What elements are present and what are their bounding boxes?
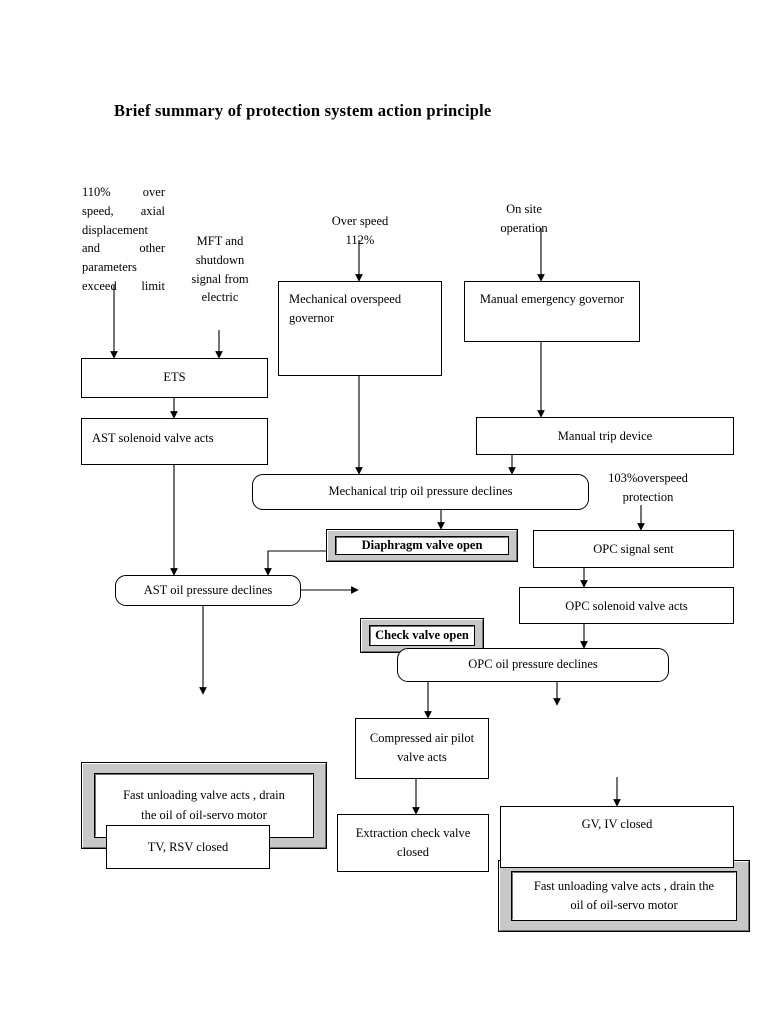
node-mechanical-trip-oil-pressure-declines-label: Mechanical trip oil pressure declines (328, 484, 513, 499)
label-trigger-overspeed-112: Over speed 112% (331, 214, 389, 247)
node-tv-rsv-closed[interactable]: TV, RSV closed (106, 825, 270, 869)
page-title: Brief summary of protection system actio… (114, 101, 492, 120)
node-fast-unloading-valve-right[interactable]: Fast unloading valve acts , drain the oi… (498, 860, 750, 932)
node-compressed-air-pilot-valve-acts-line1: Compressed air pilot (369, 731, 475, 745)
label-note-overspeed-103: 103%overspeed protection (608, 471, 688, 504)
label-trigger-overspeed-110: 110% over speed, axial displacement and … (82, 185, 165, 293)
node-opc-solenoid-valve-acts[interactable]: OPC solenoid valve acts (519, 587, 734, 624)
node-diaphragm-valve-open-label: Diaphragm valve open (335, 536, 509, 555)
node-ets-label: ETS (163, 370, 186, 384)
node-ast-oil-pressure-declines-label: AST oil pressure declines (143, 582, 273, 597)
node-opc-signal-sent-label: OPC signal sent (593, 542, 674, 556)
node-ets[interactable]: ETS (81, 358, 268, 398)
node-opc-oil-pressure-declines-label: OPC oil pressure declines (468, 657, 598, 672)
label-trigger-mft: MFT and shutdown signal from electric (191, 234, 249, 305)
node-fast-unloading-valve-left-line1: Fast unloading valve acts , drain (123, 788, 285, 803)
node-check-valve-open[interactable]: Check valve open (360, 618, 484, 653)
node-mechanical-overspeed-governor[interactable]: Mechanical overspeed governor (278, 281, 442, 376)
node-compressed-air-pilot-valve-acts-line2: valve acts (397, 750, 447, 765)
node-manual-trip-device-label: Manual trip device (557, 429, 653, 443)
node-check-valve-open-label: Check valve open (369, 625, 475, 646)
node-ast-solenoid-valve-acts-label: AST solenoid valve acts (92, 431, 214, 445)
node-manual-emergency-governor-label: Manual emergency governor (479, 292, 625, 306)
node-manual-emergency-governor[interactable]: Manual emergency governor (464, 281, 640, 342)
node-gv-iv-closed[interactable]: GV, IV closed (500, 806, 734, 868)
node-fast-unloading-valve-left-line2: the oil of oil-servo motor (141, 807, 267, 822)
node-ast-oil-pressure-declines[interactable]: AST oil pressure declines (115, 575, 301, 606)
edge-diaphragm-to-ast-oil (264, 550, 326, 576)
node-fast-unloading-valve-right-line1: Fast unloading valve acts , drain the (533, 878, 715, 893)
node-mechanical-overspeed-governor-label: Mechanical overspeed governor (289, 292, 402, 326)
node-extraction-check-valve-closed-line1: Extraction check valve (355, 826, 471, 840)
node-opc-oil-pressure-declines[interactable]: OPC oil pressure declines (397, 648, 669, 682)
node-extraction-check-valve-closed[interactable]: Extraction check valve closed (337, 814, 489, 872)
label-trigger-on-site: On site operation (500, 202, 548, 235)
node-fast-unloading-valve-right-line2: oil of oil-servo motor (570, 898, 678, 912)
node-mechanical-trip-oil-pressure-declines[interactable]: Mechanical trip oil pressure declines (252, 474, 589, 510)
node-extraction-check-valve-closed-line2: closed (397, 845, 429, 860)
node-ast-solenoid-valve-acts[interactable]: AST solenoid valve acts (81, 418, 268, 465)
node-opc-solenoid-valve-acts-label: OPC solenoid valve acts (565, 599, 688, 613)
node-diaphragm-valve-open[interactable]: Diaphragm valve open (326, 529, 518, 562)
node-compressed-air-pilot-valve-acts[interactable]: Compressed air pilot valve acts (355, 718, 489, 779)
node-opc-signal-sent[interactable]: OPC signal sent (533, 530, 734, 568)
node-manual-trip-device[interactable]: Manual trip device (476, 417, 734, 455)
node-gv-iv-closed-label: GV, IV closed (581, 817, 653, 831)
node-tv-rsv-closed-label: TV, RSV closed (147, 840, 229, 854)
